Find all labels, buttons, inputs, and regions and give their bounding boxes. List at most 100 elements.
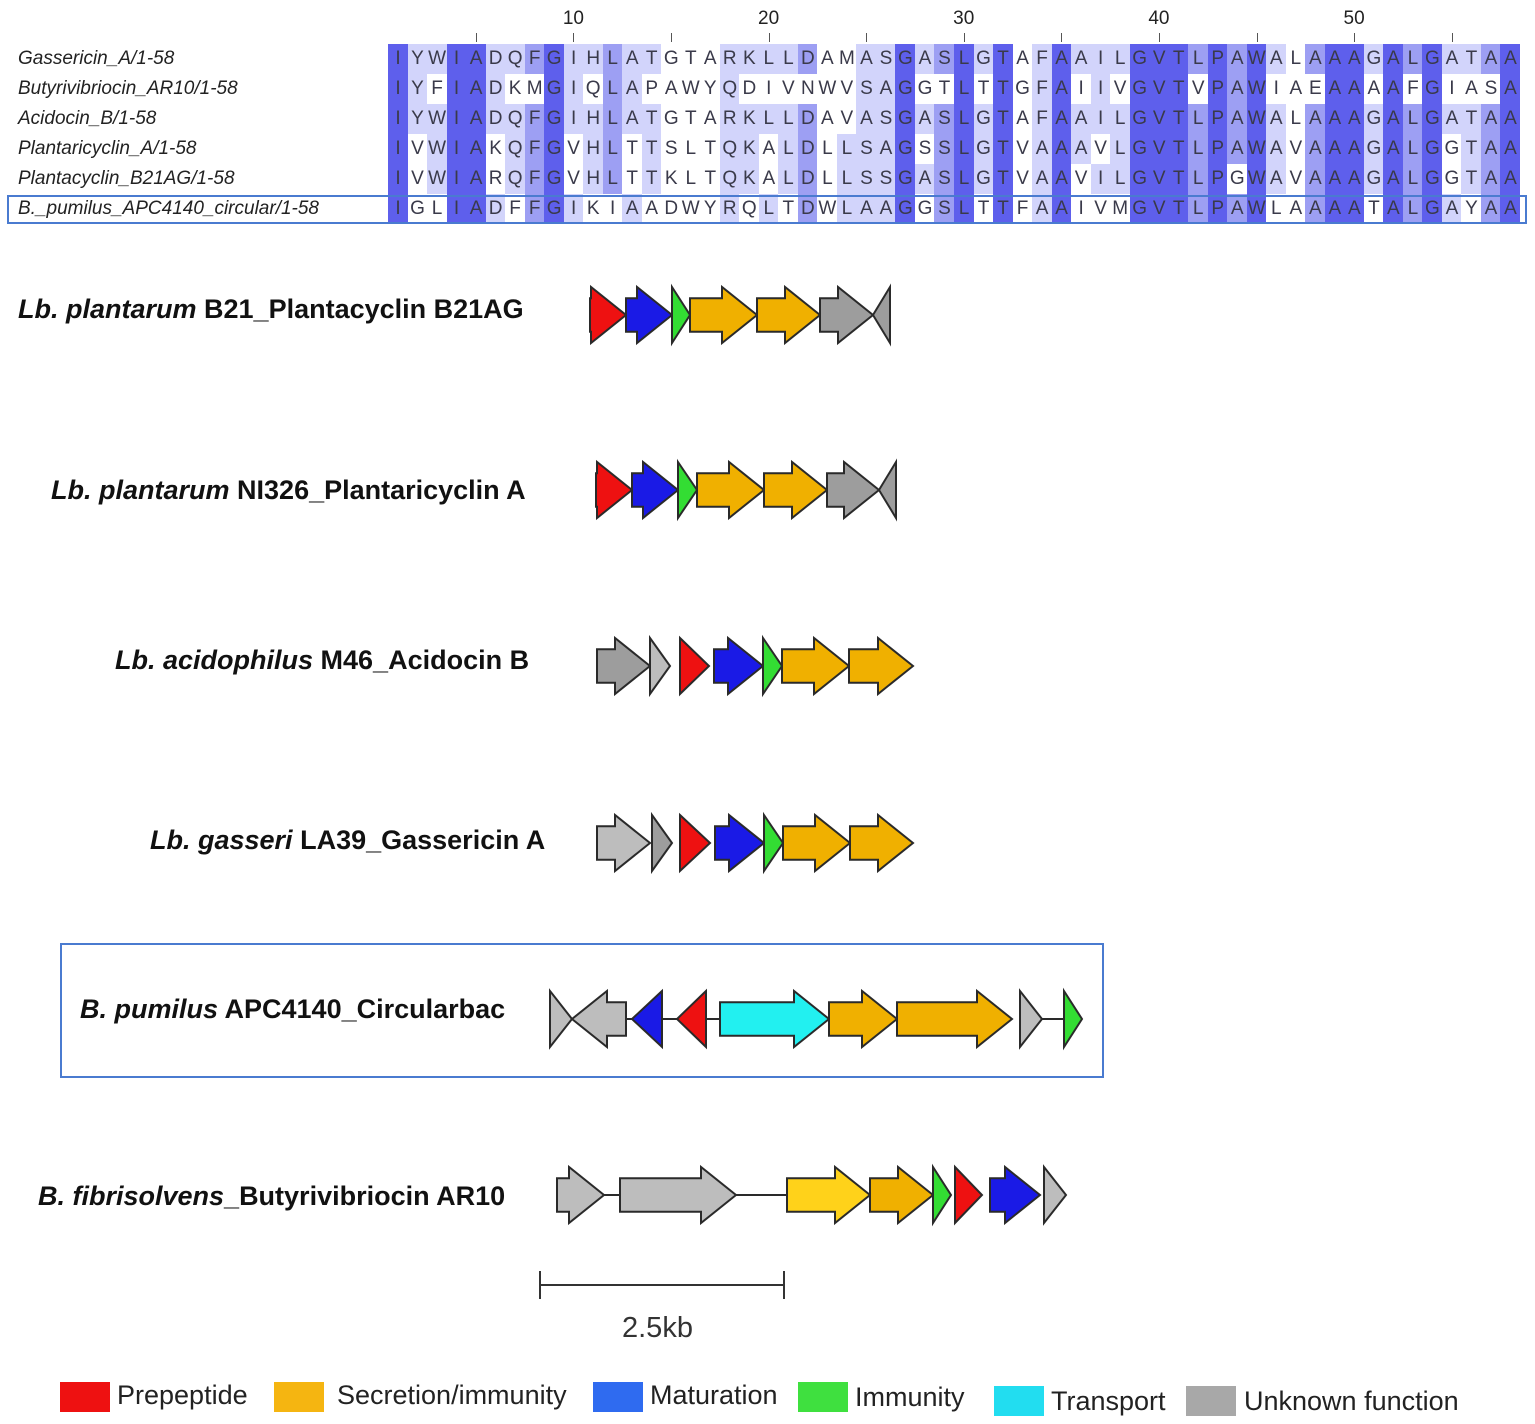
residue: F [524, 44, 545, 74]
cluster-organism: Lb. acidophilus [115, 645, 314, 675]
residue: I [446, 74, 467, 104]
residue: G [544, 134, 565, 164]
residue: P [1207, 194, 1228, 224]
residue: A [1305, 164, 1326, 194]
residue: Q [719, 134, 740, 164]
residue: Q [739, 194, 760, 224]
residue: I [446, 164, 467, 194]
residue: A [1305, 44, 1326, 74]
residue: T [934, 74, 955, 104]
residue: L [602, 164, 623, 194]
residue: G [973, 134, 994, 164]
legend-swatch [274, 1382, 324, 1412]
cluster-strain: _Butyrivibriocin AR10 [224, 1181, 506, 1211]
residue: L [1402, 194, 1423, 224]
residue: L [836, 194, 857, 224]
residue: K [739, 104, 760, 134]
residue: A [1051, 44, 1072, 74]
ruler-tick [963, 33, 965, 42]
residue: G [1441, 164, 1462, 194]
residue: A [1324, 164, 1345, 194]
gene-arrow [596, 635, 652, 697]
legend-swatch [60, 1382, 110, 1412]
gene-arrow [570, 988, 627, 1050]
residue: V [836, 74, 857, 104]
residue: W [427, 104, 448, 134]
residue: T [993, 104, 1014, 134]
residue: G [407, 194, 428, 224]
residue: A [1500, 134, 1521, 164]
legend-swatch [593, 1382, 643, 1412]
residue: F [1012, 194, 1033, 224]
sequence-name: Plantaricyclin_A/1-58 [18, 138, 197, 159]
residue: A [1305, 134, 1326, 164]
residue: T [1168, 134, 1189, 164]
residue: S [875, 104, 896, 134]
residue: I [563, 104, 584, 134]
gene-arrow [595, 459, 634, 521]
residue: V [1090, 134, 1111, 164]
residue: L [602, 44, 623, 74]
residue: A [914, 164, 935, 194]
residue: V [1149, 104, 1170, 134]
gene-arrow [714, 812, 766, 874]
residue: W [1246, 74, 1267, 104]
residue: G [1227, 164, 1248, 194]
gene-arrow [549, 988, 574, 1050]
residue: T [622, 164, 643, 194]
residue: T [1168, 194, 1189, 224]
residue: L [1188, 104, 1209, 134]
residue: T [1168, 44, 1189, 74]
residue: T [641, 134, 662, 164]
residue: W [1246, 194, 1267, 224]
ruler-tick [768, 33, 770, 42]
gene-arrow [756, 284, 822, 346]
residue: G [1129, 194, 1150, 224]
cluster-organism: B. fibrisolvens [38, 1181, 225, 1211]
residue: G [1363, 44, 1384, 74]
residue: L [1402, 134, 1423, 164]
residue: V [563, 164, 584, 194]
residue: I [446, 134, 467, 164]
gene-arrow [871, 283, 891, 347]
residue: A [1071, 134, 1092, 164]
residue: M [836, 44, 857, 74]
residue: L [954, 194, 975, 224]
residue: V [836, 104, 857, 134]
residue: G [661, 44, 682, 74]
residue: A [622, 74, 643, 104]
residue: G [661, 104, 682, 134]
gene-arrow [589, 284, 628, 346]
residue: L [836, 164, 857, 194]
residue: L [1188, 194, 1209, 224]
residue: F [524, 104, 545, 134]
residue: I [1090, 104, 1111, 134]
residue: T [993, 134, 1014, 164]
residue: A [1344, 44, 1365, 74]
residue: I [563, 44, 584, 74]
residue: D [485, 74, 506, 104]
residue: V [1110, 74, 1131, 104]
residue: A [700, 44, 721, 74]
residue: M [524, 74, 545, 104]
residue: G [1129, 44, 1150, 74]
ruler-number: 50 [1343, 8, 1365, 29]
residue: A [466, 44, 487, 74]
cluster-label: Lb. plantarum B21_Plantacyclin B21AG [18, 294, 524, 325]
residue: A [1383, 194, 1404, 224]
gene-arrow [631, 459, 680, 521]
residue: G [1363, 134, 1384, 164]
residue: I [758, 74, 779, 104]
residue: A [1266, 164, 1287, 194]
residue: T [1168, 74, 1189, 104]
residue: A [1324, 74, 1345, 104]
residue: L [758, 104, 779, 134]
residue: I [602, 194, 623, 224]
residue: W [680, 194, 701, 224]
residue: G [973, 164, 994, 194]
residue: W [817, 74, 838, 104]
residue: A [1383, 104, 1404, 134]
residue: A [1383, 74, 1404, 104]
residue: G [1363, 104, 1384, 134]
